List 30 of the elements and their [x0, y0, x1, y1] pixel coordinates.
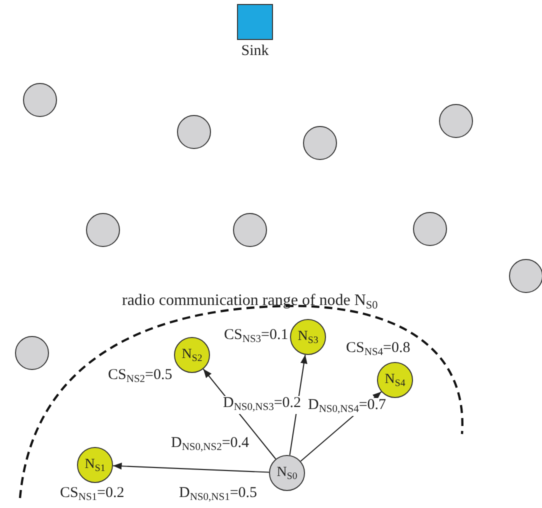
- node-label: N$_{S3}$: [298, 328, 318, 346]
- sensor-node: [509, 259, 542, 293]
- cost-label: CS$_{NS4}$=0.8: [346, 341, 410, 359]
- cost-label: CS$_{NS3}$=0.1: [224, 328, 288, 346]
- sensor-node: [233, 213, 267, 247]
- sensor-node: [23, 83, 57, 117]
- sensor-node: [439, 104, 473, 138]
- sink-label: Sink: [240, 44, 270, 59]
- cost-label: CS$_{NS1}$=0.2: [60, 486, 124, 504]
- edge-label: D$_{NS0,NS3}$=0.2: [222, 396, 302, 414]
- sensor-node: [377, 362, 413, 398]
- node-label: N$_{S4}$: [384, 372, 406, 388]
- edge-label: D$_{NS0,NS4}$=0.7: [307, 398, 388, 416]
- node-label: N$_{S2}$: [182, 346, 202, 364]
- sensor-node: [174, 337, 210, 373]
- sensor-node: [177, 115, 211, 149]
- range-caption: radio communication range of node N$_{S0}$: [122, 293, 378, 312]
- sensor-node: [413, 212, 447, 246]
- sensor-node: [290, 319, 326, 355]
- sensor-node: [269, 455, 305, 491]
- arrow: [112, 462, 270, 473]
- sensor-node: [303, 126, 337, 160]
- node-label: N$_{S0}$: [276, 464, 298, 482]
- sensor-node: [77, 447, 113, 483]
- cost-label: CS$_{NS2}$=0.5: [108, 368, 172, 386]
- node-label: N$_{S1}$: [84, 456, 106, 474]
- edge-label: D$_{NS0,NS2}$=0.4: [170, 436, 250, 454]
- sensor-node: [15, 336, 49, 370]
- sensor-node: [86, 213, 120, 247]
- edge-label: D$_{NS0,NS1}$=0.5: [178, 486, 258, 504]
